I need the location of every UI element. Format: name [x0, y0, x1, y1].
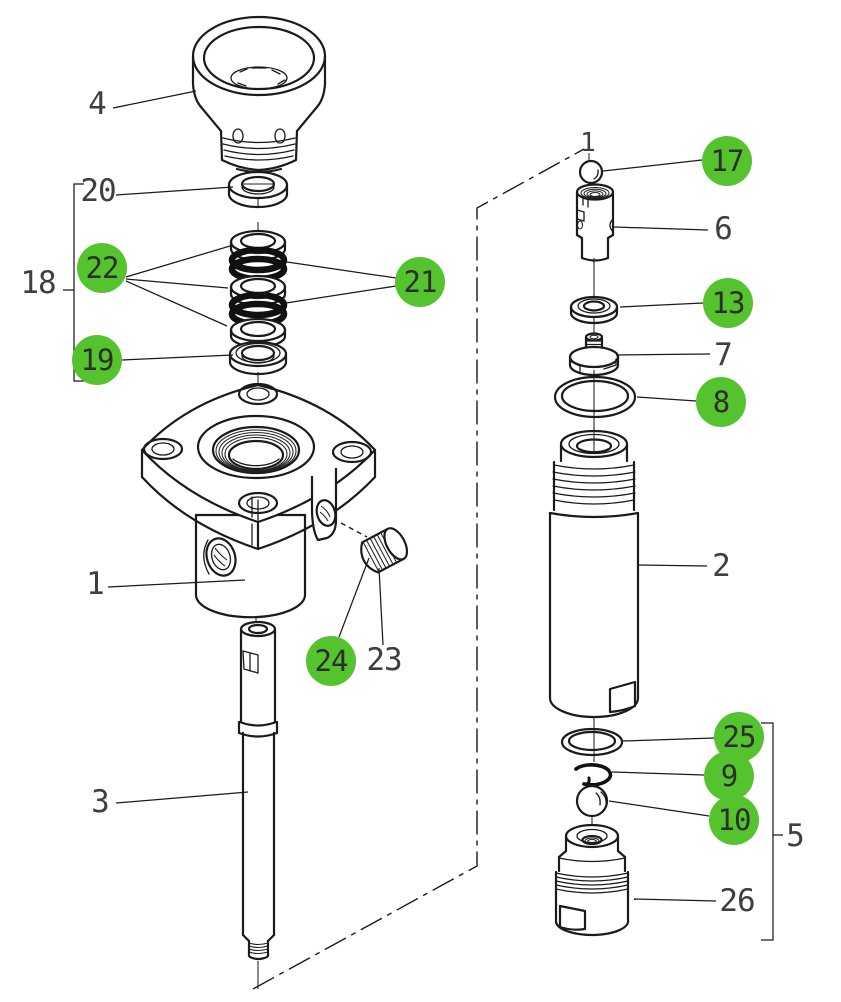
- part-2-cylinder-drawing: [548, 424, 640, 719]
- plain-callouts: 4 20 18 1 23 3 6 7 2 26 5 1: [20, 86, 805, 919]
- balloon-8-label: 8: [713, 385, 729, 419]
- part-10-ball-drawing: [575, 784, 609, 818]
- callout-3: 3: [91, 784, 109, 820]
- callout-balloon-22[interactable]: 22: [77, 243, 127, 293]
- callout-23: 23: [366, 642, 401, 678]
- callout-6: 6: [714, 211, 732, 247]
- part-26-endcap-drawing: [554, 823, 630, 937]
- callout-balloon-25[interactable]: 25: [714, 712, 764, 762]
- part-7-seat-drawing: [568, 332, 620, 377]
- balloon-21-label: 21: [404, 265, 437, 299]
- bracket-18: [63, 183, 88, 382]
- flange-center-bore: [196, 414, 316, 480]
- part-20-washer-drawing: [227, 170, 289, 209]
- part-19-washer-drawing: [228, 340, 288, 376]
- balloon-13-label: 13: [712, 286, 745, 320]
- stack-washer-top: [229, 229, 287, 262]
- balloon-17-label: 17: [711, 144, 744, 178]
- callout-balloon-10[interactable]: 10: [709, 795, 759, 845]
- part-13-washer-drawing: [569, 295, 619, 325]
- callout-balloon-19[interactable]: 19: [72, 335, 122, 385]
- callout-1: 1: [86, 566, 104, 602]
- side-port-boss: [310, 468, 338, 542]
- part-6-sleeve-drawing: [575, 183, 615, 262]
- part-9-retaining-ring-drawing: [574, 763, 613, 787]
- balloon-25-label: 25: [723, 720, 756, 754]
- balloon-10-label: 10: [718, 803, 751, 837]
- callout-balloon-17[interactable]: 17: [702, 136, 752, 186]
- stack-spring-1: [228, 246, 288, 283]
- leader-lines: [107, 90, 717, 902]
- callout-balloon-21[interactable]: 21: [395, 257, 445, 307]
- callout-balloon-24[interactable]: 24: [306, 636, 356, 686]
- part-17-ball-drawing: [578, 159, 604, 185]
- callout-balloon-13[interactable]: 13: [703, 278, 753, 328]
- callout-18: 18: [20, 265, 55, 301]
- assembly-centerline: [252, 148, 590, 990]
- flange-bolt-holes: [142, 382, 373, 515]
- part-1-body-drawing: [140, 382, 377, 619]
- part-25-oring-drawing: [560, 727, 624, 757]
- callout-20: 20: [80, 173, 115, 209]
- callout-balloon-8[interactable]: 8: [696, 377, 746, 427]
- bracket-5: [761, 722, 783, 941]
- part-4-cap-drawing: [191, 15, 327, 174]
- part-3-shaft-drawing: [237, 620, 279, 989]
- balloon-22-label: 22: [86, 251, 119, 285]
- callout-1-axis: 1: [580, 128, 596, 158]
- callout-5: 5: [786, 818, 804, 854]
- part-23-24-knob-drawing: [360, 527, 409, 574]
- balloon-9-label: 9: [721, 759, 737, 793]
- callout-balloon-9[interactable]: 9: [704, 751, 754, 801]
- balloon-24-label: 24: [315, 644, 348, 678]
- part-22-21-spring-stack-drawing: [228, 229, 288, 349]
- callout-26: 26: [719, 883, 754, 919]
- part-8-oring-drawing: [553, 375, 637, 419]
- callout-4: 4: [88, 86, 106, 122]
- balloon-19-label: 19: [81, 343, 114, 377]
- callout-7: 7: [714, 337, 732, 373]
- callout-2: 2: [712, 548, 730, 584]
- green-callouts: 22 21 19 24 17 13 8 25: [72, 136, 764, 845]
